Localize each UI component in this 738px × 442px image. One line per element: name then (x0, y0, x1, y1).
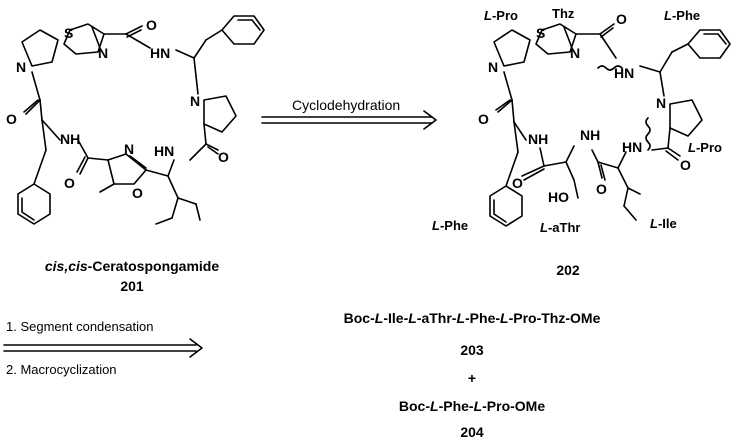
cleavage-mark-2 (645, 117, 651, 151)
pro-ring-left (21, 29, 59, 67)
residue-label-athr: L-aThr (540, 220, 581, 235)
atom-o-rightmol-6: O (512, 175, 523, 191)
atom-o-rightmol-4: O (596, 181, 607, 197)
arrow-bottom-step2: 2. Macrocyclization (6, 362, 117, 377)
atom-s-left: S (64, 25, 73, 41)
atom-o-oxazoline: O (132, 185, 143, 201)
atom-n-thiazole-right: N (570, 45, 580, 61)
residue-label-phe-top: L-Phe (664, 8, 701, 23)
fragment-203-sequence: Boc-L-Ile-L-aThr-L-Phe-L-Pro-Thz-OMe (343, 310, 601, 326)
arrow-top-shape (261, 110, 437, 130)
atom-nh-left: NH (60, 131, 80, 147)
oxazoline-ring (107, 153, 147, 185)
phe-benzene-top-left (221, 15, 265, 45)
atom-o-left-edge-rightmol: O (478, 111, 489, 127)
atom-hn-ile-left: HN (154, 143, 174, 159)
residue-label-pro-top: L-Pro (484, 8, 518, 23)
phe-benzene-top-right (687, 29, 731, 59)
compound-number-204: 204 (460, 424, 484, 440)
compound-number-201: 201 (120, 278, 144, 294)
compound-number-203: 203 (460, 342, 484, 358)
atom-o-top-rightmol: O (616, 11, 627, 27)
fragment-204-sequence: Boc-L-Phe-L-Pro-OMe (398, 398, 546, 414)
arrow-bottom-shape (3, 338, 203, 358)
atom-n-pro-side-rightmol: N (656, 95, 666, 111)
atom-o-pro-right-left: O (218, 149, 229, 165)
arrow-bottom-step1: 1. Segment condensation (6, 319, 154, 334)
atom-n-oxazoline: N (124, 141, 134, 157)
molecule-202-structure (489, 23, 731, 227)
atom-s-right: S (536, 25, 545, 41)
residue-label-pro-right: L-Pro (688, 140, 722, 155)
pro-ring-right-side (669, 99, 703, 137)
cleavage-mark-1 (597, 65, 623, 71)
residue-label-ile: L-Ile (650, 216, 677, 231)
phe-benzene-bottom-left (17, 183, 51, 225)
atom-o-top-left: O (146, 17, 157, 33)
pro-ring-right (203, 95, 237, 133)
atom-n-pro-right-left: N (190, 93, 200, 109)
atom-hn-left: HN (150, 45, 170, 61)
molecule-201-structure (17, 15, 265, 225)
compound-name-rest: -Ceratospongamide (87, 258, 220, 274)
atom-n-pro-rightmol: N (488, 59, 498, 75)
atom-n-pro-left: N (16, 59, 26, 75)
atom-o-left-edge: O (6, 111, 17, 127)
atom-o-pro-side-rightmol: O (680, 157, 691, 173)
atom-nh-rightmol-3: NH (580, 127, 600, 143)
plus-sign: + (467, 370, 477, 386)
atom-o-carbonyl-left: O (64, 175, 75, 191)
residue-label-phe-bottom: L-Phe (432, 218, 469, 233)
compound-name-italic: cis,cis (44, 258, 88, 274)
phe-benzene-bottom-right (489, 185, 523, 227)
arrow-top-label: Cyclodehydration (292, 97, 401, 113)
atom-n-thiazole-left: N (98, 45, 108, 61)
atom-hn-rightmol: HN (614, 65, 634, 81)
atom-hn-rightmol-2: HN (622, 139, 642, 155)
atom-ho-rightmol: HO (548, 189, 569, 205)
pro-ring-right-mol (493, 29, 531, 67)
atom-nh-rightmol-5: NH (528, 131, 548, 147)
residue-label-thz: Thz (552, 6, 575, 21)
compound-number-202: 202 (556, 262, 580, 278)
compound-name-201: cis,cis-Ceratospongamide (45, 258, 219, 274)
